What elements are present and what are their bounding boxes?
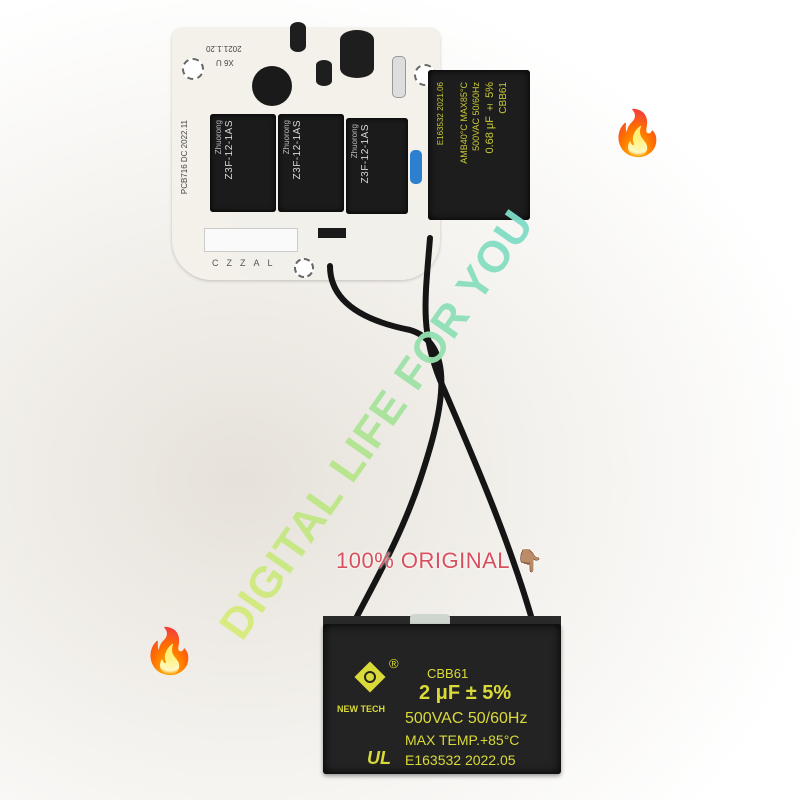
connector-labels: C Z Z A L <box>212 258 281 268</box>
electrolytic-capacitor <box>340 30 374 78</box>
electrolytic-capacitor <box>290 22 306 52</box>
mounting-hole <box>294 258 314 278</box>
capacitor-capacitance: 2 μF ± 5% <box>419 682 512 704</box>
pointing-down-icon: 👇🏽 <box>515 548 544 573</box>
relay-3: Zhuorong Z3F-12-1AS <box>346 118 408 214</box>
connector-header <box>204 228 298 252</box>
film-capacitor <box>410 150 422 184</box>
brand-logo-icon <box>354 661 386 693</box>
capacitor-type: CBB61 <box>427 666 469 681</box>
buzzer <box>252 66 292 106</box>
fire-icon: 🔥 <box>142 627 197 676</box>
run-capacitor: ® NEW TECH CBB61 2 μF ± 5% 500VAC 50/60H… <box>323 624 561 774</box>
fire-icon: 🔥 <box>610 109 665 158</box>
board-capacitor: CBB61 0.68 μF ± 5% 500VAC 50/60Hz AMB40°… <box>428 70 530 220</box>
capacitor-voltage: 500VAC 50/60Hz <box>405 710 528 727</box>
jumper <box>318 228 346 238</box>
mounting-hole <box>182 58 204 80</box>
electrolytic-capacitor <box>316 60 332 86</box>
registered-mark: ® <box>389 656 399 671</box>
capacitor-max-temp: MAX TEMP.+85°C <box>405 732 520 748</box>
ul-mark-icon: UL <box>367 748 391 768</box>
resistor <box>392 56 406 98</box>
capacitor-brand: NEW TECH <box>337 704 385 714</box>
relay-1: Zhuorong Z3F-12-1AS <box>210 114 276 212</box>
relay-2: Zhuorong Z3F-12-1AS <box>278 114 344 212</box>
original-label: 100% ORIGINAL 👇🏽 <box>336 548 544 573</box>
capacitor-file-date: E163532 2022.05 <box>405 752 516 768</box>
